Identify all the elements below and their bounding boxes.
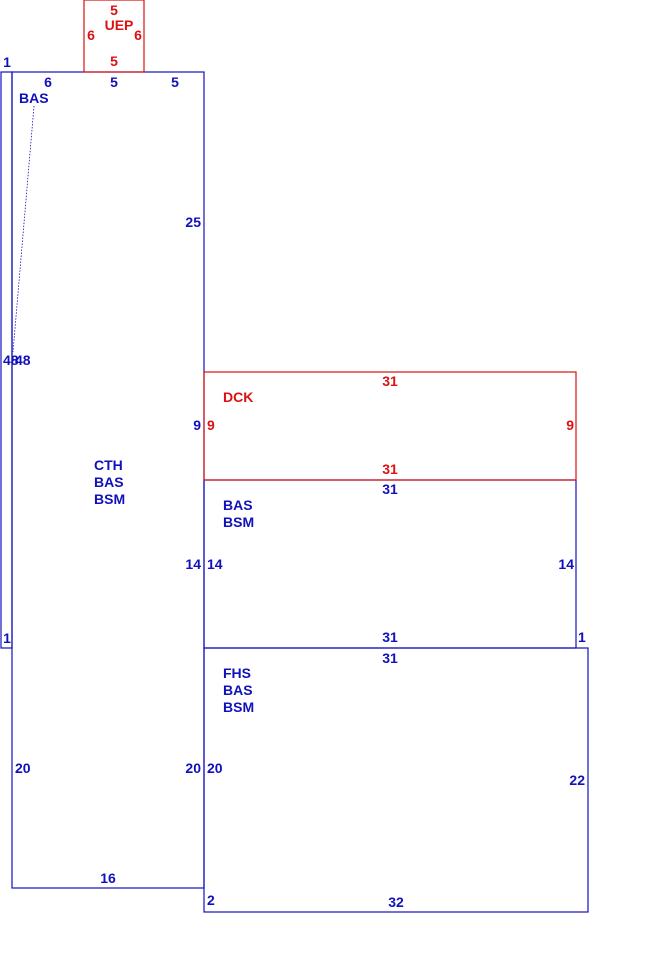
fhs-top-dimension: 31 [382, 650, 398, 666]
uep-outline [83, 0, 145, 73]
middle-code-2: BSM [223, 514, 254, 530]
dck-right-dimension: 9 [566, 417, 574, 433]
middle-corner-dimension: 1 [578, 629, 586, 645]
uep-left-dimension: 6 [87, 27, 95, 43]
main-top-mid-dimension: 5 [110, 74, 118, 90]
fhs-code-3: BSM [223, 699, 254, 715]
uep-top-dimension: 5 [110, 2, 118, 18]
main-left-lower-dimension: 20 [15, 760, 31, 776]
fhs-room-outline [203, 647, 589, 913]
fhs-step-dimension: 2 [207, 892, 215, 908]
middle-right-dimension: 14 [558, 556, 574, 572]
uep-right-dimension: 6 [134, 27, 142, 43]
middle-left-dimension: 14 [207, 556, 223, 572]
dck-top-dimension: 31 [382, 373, 398, 389]
dck-code: DCK [223, 389, 253, 405]
fhs-left-dimension: 20 [207, 760, 223, 776]
fhs-code-1: FHS [223, 665, 251, 681]
main-right-dck-dimension: 9 [193, 417, 201, 433]
middle-bottom-dimension: 31 [382, 629, 398, 645]
dck-left-dimension: 9 [207, 417, 215, 433]
middle-room-outline [203, 479, 577, 649]
main-code-3: BSM [94, 491, 125, 507]
fhs-right-dimension: 22 [569, 772, 585, 788]
strip-bottom-left-dimension: 1 [3, 630, 11, 646]
main-code-2: BAS [94, 474, 124, 490]
fhs-bottom-dimension: 32 [388, 894, 404, 910]
dck-outline [203, 371, 577, 481]
main-top-left-dimension: 6 [44, 74, 52, 90]
main-right-lower-dimension: 20 [185, 760, 201, 776]
uep-bottom-dimension: 5 [110, 53, 118, 69]
main-top-right-dimension: 5 [171, 74, 179, 90]
dck-bottom-dimension: 31 [382, 461, 398, 477]
fhs-code-2: BAS [223, 682, 253, 698]
uep-code: UEP [105, 17, 134, 33]
middle-top-dimension: 31 [382, 481, 398, 497]
main-bottom-dimension: 16 [100, 870, 116, 886]
main-right-upper-dimension: 25 [185, 214, 201, 230]
main-code-1: CTH [94, 457, 123, 473]
strip-mid-right-dimension: 48 [15, 352, 31, 368]
main-right-mid-dimension: 14 [185, 556, 201, 572]
strip-mid-left-dimension: 48 [3, 352, 19, 368]
extension-dotted-line [12, 105, 35, 353]
strip-top-left-dimension: 1 [3, 54, 11, 70]
middle-code-1: BAS [223, 497, 253, 513]
main-ext-label: BAS [19, 90, 49, 106]
